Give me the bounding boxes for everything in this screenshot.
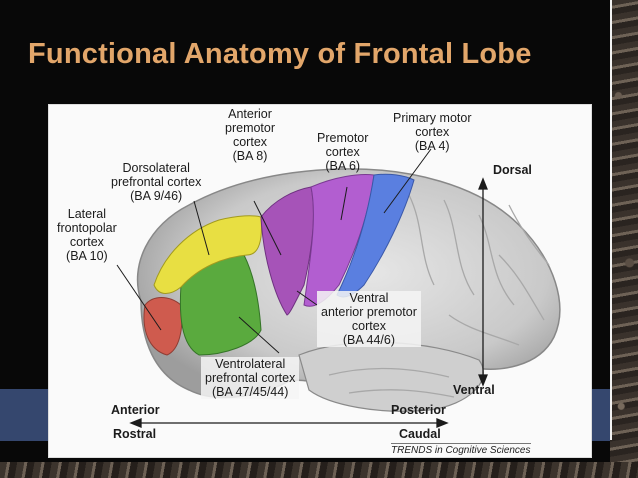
- accent-band-left: [0, 389, 50, 441]
- slide-title: Functional Anatomy of Frontal Lobe: [28, 38, 532, 70]
- label-dorsolateral: Dorsolateral prefrontal cortex (BA 9/46): [111, 161, 202, 203]
- brain-figure: Anterior premotor cortex (BA 8) Premotor…: [48, 104, 592, 458]
- axis-label-anterior: Anterior: [111, 403, 160, 417]
- dorsal-ventral-arrow: [478, 177, 488, 387]
- axis-label-dorsal: Dorsal: [493, 163, 532, 177]
- rostral-caudal-arrow: [129, 418, 449, 428]
- background-texture-bottom: [0, 462, 638, 478]
- region-anterior-premotor: [260, 186, 314, 316]
- label-ventrolateral: Ventrolateral prefrontal cortex (BA 47/4…: [201, 357, 300, 399]
- slide-frame-line: [610, 0, 612, 440]
- temporal-lobe: [298, 341, 484, 412]
- axis-label-ventral: Ventral: [453, 383, 495, 397]
- axis-label-posterior: Posterior: [391, 403, 446, 417]
- brain-illustration: [116, 148, 561, 428]
- region-premotor: [303, 174, 375, 307]
- label-ventral-premotor: Ventral anterior premotor cortex (BA 44/…: [317, 291, 421, 347]
- label-anterior-premotor: Anterior premotor cortex (BA 8): [225, 107, 276, 163]
- label-premotor: Premotor cortex (BA 6): [317, 131, 369, 173]
- axis-label-caudal: Caudal: [399, 427, 441, 441]
- label-primary-motor: Primary motor cortex (BA 4): [393, 111, 472, 153]
- axis-label-rostral: Rostral: [113, 427, 157, 441]
- leader-lines: [116, 148, 432, 354]
- figure-credit: TRENDS in Cognitive Sciences: [391, 443, 531, 456]
- region-dorsolateral: [153, 215, 262, 294]
- region-frontopolar: [143, 297, 183, 356]
- gyri-lines: [328, 194, 550, 398]
- label-frontopolar: Lateral frontopolar cortex (BA 10): [57, 207, 117, 263]
- background-texture-right: [610, 0, 638, 478]
